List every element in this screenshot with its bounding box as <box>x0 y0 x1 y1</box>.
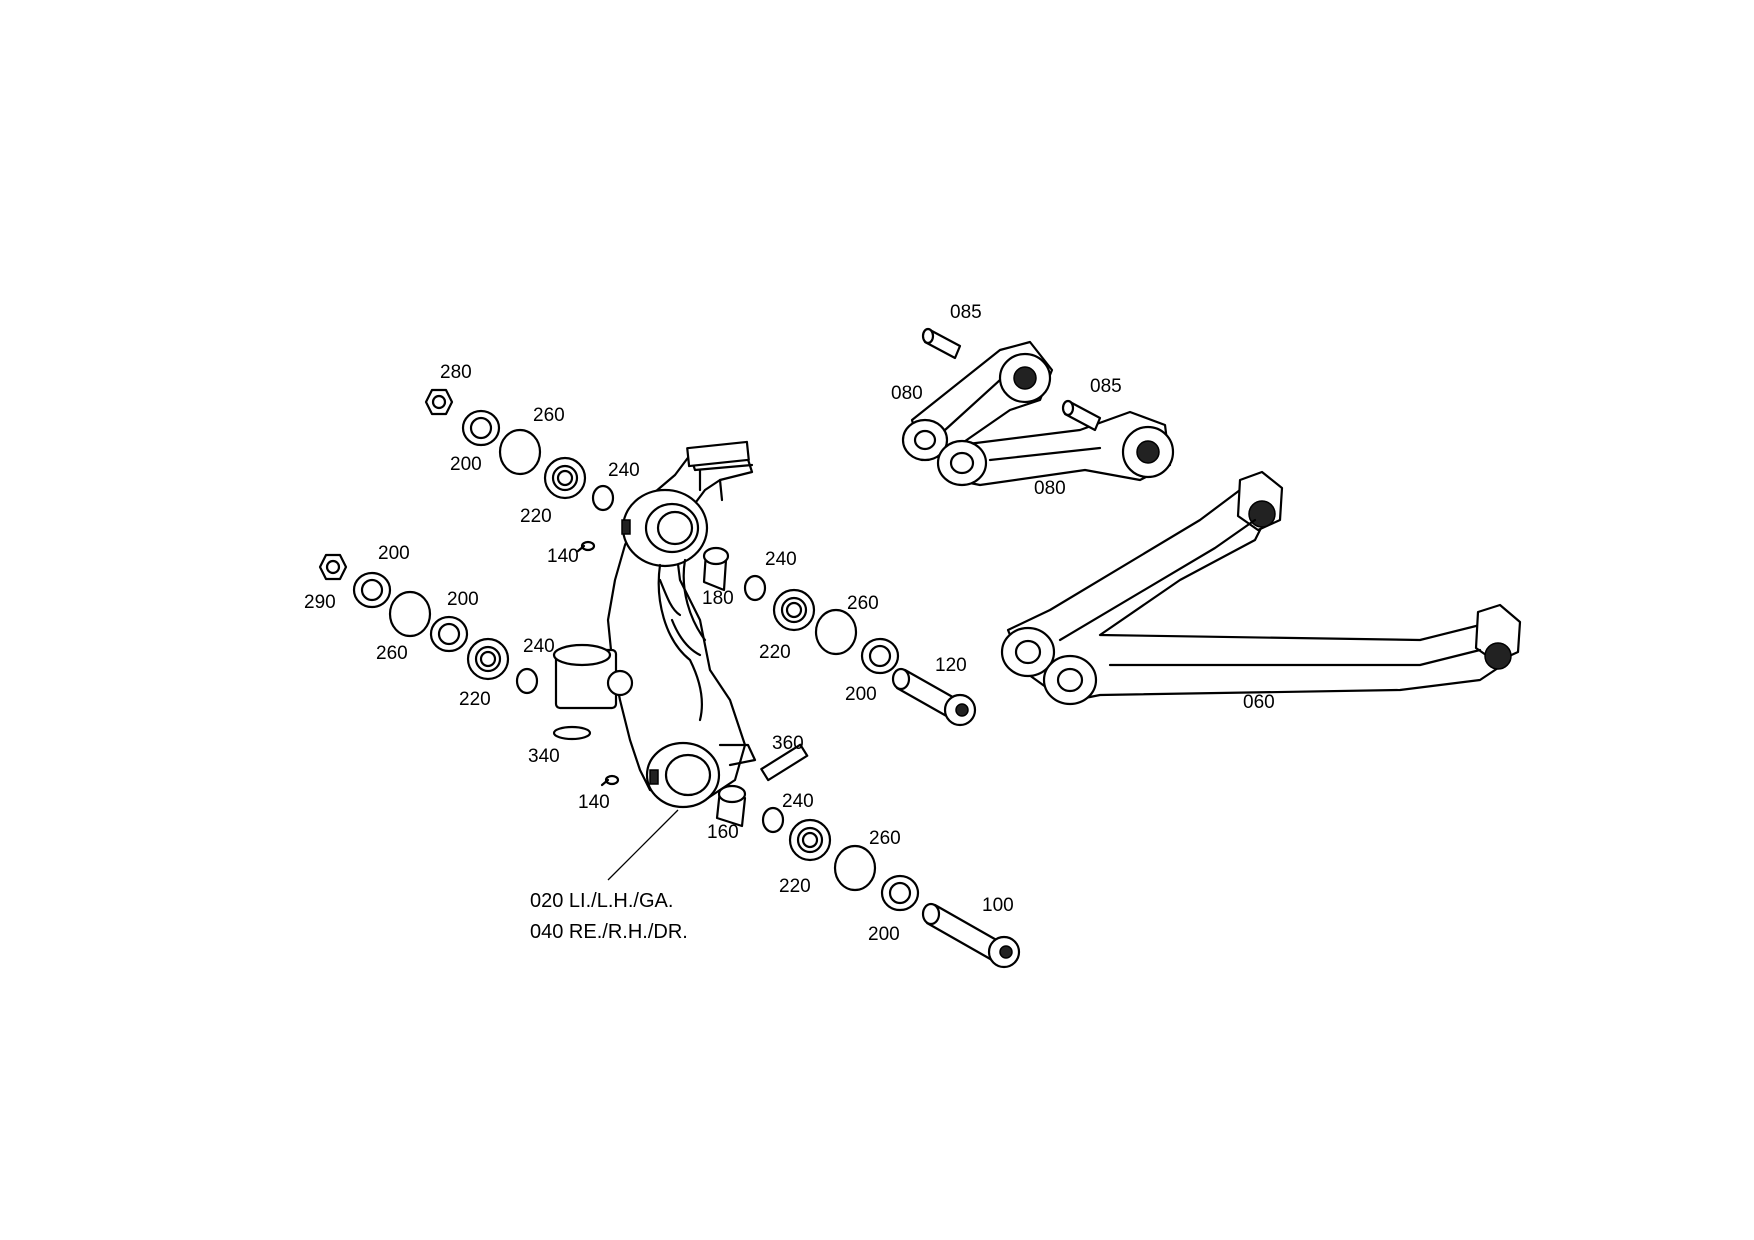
link-080-upper <box>901 340 1054 462</box>
label-240b: 240 <box>523 636 555 657</box>
label-085a: 085 <box>950 302 982 323</box>
variant-left-label: 020 LI./L.H./GA. <box>530 890 673 912</box>
grease-nipple-140b <box>600 774 620 787</box>
label-280: 280 <box>440 362 472 383</box>
washer-200a <box>461 409 501 447</box>
label-220a: 220 <box>520 506 552 527</box>
seal-ring-260a <box>498 428 542 476</box>
label-240d: 240 <box>782 791 814 812</box>
o-ring-240b <box>515 667 539 695</box>
label-080a: 080 <box>891 383 923 404</box>
label-140a: 140 <box>547 546 579 567</box>
knuckle-leader-line <box>607 809 679 881</box>
label-200a: 200 <box>450 454 482 475</box>
pin-085a <box>921 327 962 360</box>
label-120: 120 <box>935 655 967 676</box>
label-200d: 200 <box>845 684 877 705</box>
label-240c: 240 <box>765 549 797 570</box>
label-160: 160 <box>707 822 739 843</box>
variant-right-label: 040 RE./R.H./DR. <box>530 921 688 943</box>
label-220c: 220 <box>759 642 791 663</box>
label-200c: 200 <box>447 589 479 610</box>
bushing-160 <box>715 784 747 828</box>
label-220b: 220 <box>459 689 491 710</box>
label-060: 060 <box>1243 692 1275 713</box>
label-260d: 260 <box>869 828 901 849</box>
bearing-220a <box>543 456 587 500</box>
grease-nipple-140a <box>576 540 596 553</box>
pin-120 <box>891 667 977 727</box>
washer-200c <box>429 615 469 653</box>
label-220d: 220 <box>779 876 811 897</box>
washer-200e <box>880 874 920 912</box>
pin-085b <box>1061 399 1102 432</box>
label-260a: 260 <box>533 405 565 426</box>
label-200b: 200 <box>378 543 410 564</box>
seal-ring-260c <box>814 608 858 656</box>
label-140b: 140 <box>578 792 610 813</box>
label-260b: 260 <box>376 643 408 664</box>
pin-100 <box>921 902 1021 969</box>
o-ring-240a <box>591 484 615 512</box>
link-080-lower <box>936 410 1175 487</box>
wishbone-060 <box>1000 470 1522 706</box>
shim-340 <box>552 725 592 741</box>
steering-knuckle-part <box>552 440 757 809</box>
bearing-220d <box>788 818 832 862</box>
label-340: 340 <box>528 746 560 767</box>
bushing-180 <box>702 546 730 592</box>
label-290: 290 <box>304 592 336 613</box>
bearing-220b <box>466 637 510 681</box>
label-260c: 260 <box>847 593 879 614</box>
o-ring-240d <box>761 806 785 834</box>
seal-ring-260d <box>833 844 877 892</box>
seal-ring-260b <box>388 590 432 638</box>
label-180: 180 <box>702 588 734 609</box>
label-240a: 240 <box>608 460 640 481</box>
label-080b: 080 <box>1034 478 1066 499</box>
bearing-220c <box>772 588 816 632</box>
label-200e: 200 <box>868 924 900 945</box>
label-085b: 085 <box>1090 376 1122 397</box>
washer-200b <box>352 571 392 609</box>
washer-200d <box>860 637 900 675</box>
spring-pin-360 <box>760 743 809 782</box>
nut-280 <box>424 388 454 416</box>
label-360: 360 <box>772 733 804 754</box>
nut-290 <box>318 553 348 581</box>
label-100: 100 <box>982 895 1014 916</box>
o-ring-240c <box>743 574 767 602</box>
